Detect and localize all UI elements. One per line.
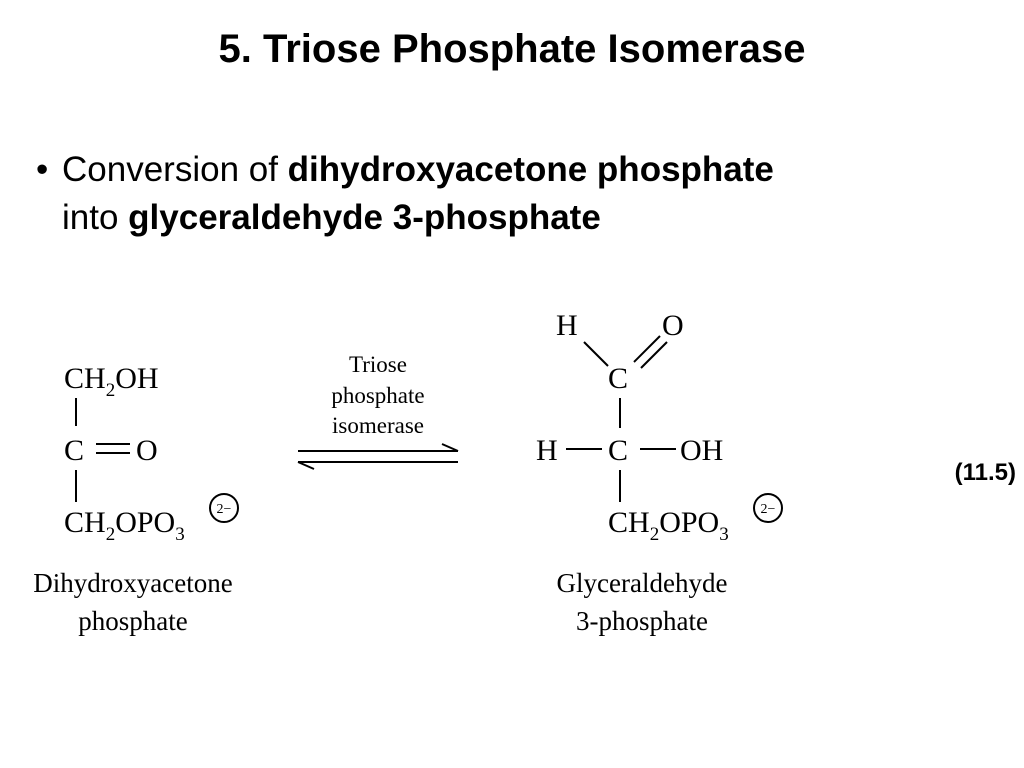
- reaction-scheme: CH2OH C O CH2OPO3 2− Dihydroxyacetone ph…: [33, 309, 1016, 636]
- enzyme-label-line1: Triose: [349, 352, 407, 377]
- bullet-bold-substrate: dihydroxyacetone phosphate: [287, 150, 774, 189]
- product-left-h: H: [536, 434, 558, 467]
- product-double-bond-a: [633, 335, 661, 363]
- product-double-bond-b: [640, 341, 668, 369]
- forward-arrow-head: [441, 443, 459, 452]
- product-aldehyde-h: H: [556, 309, 578, 342]
- product-aldehyde-carbon: C: [608, 362, 628, 395]
- enzyme-label-line3: isomerase: [332, 413, 424, 438]
- product-bottom-group: CH2OPO3: [608, 506, 729, 545]
- substrate-center-atom: C: [64, 434, 84, 467]
- product-charge-circle: [753, 493, 783, 523]
- product-aldehyde-o: O: [662, 309, 684, 342]
- slide-title: 5. Triose Phosphate Isomerase: [218, 27, 806, 71]
- bullet-text: Conversion of dihydroxyacetone phosphate…: [62, 146, 996, 242]
- product-name-line1: Glyceraldehyde: [557, 568, 728, 598]
- equation-number: (11.5): [955, 459, 1016, 486]
- enzyme-label-line2: phosphate: [331, 383, 424, 408]
- substrate-name-line1: Dihydroxyacetone: [33, 568, 232, 598]
- product-structure: H O C H C OH CH2OPO3 2− Glyceraldehyde 3…: [536, 309, 783, 636]
- bullet-point: • Conversion of dihydroxyacetone phospha…: [36, 146, 996, 242]
- bullet-text-middle: into: [62, 198, 129, 237]
- substrate-name-line2: phosphate: [78, 606, 187, 636]
- reverse-arrow-head: [297, 461, 315, 470]
- bullet-text-prefix: Conversion of: [62, 150, 288, 189]
- substrate-charge-circle: [209, 493, 239, 523]
- product-center-carbon: C: [608, 434, 628, 467]
- product-charge-label: 2−: [761, 502, 776, 517]
- product-name-line2: 3-phosphate: [576, 606, 708, 636]
- substrate-charge-label: 2−: [217, 502, 232, 517]
- substrate-structure: CH2OH C O CH2OPO3 2− Dihydroxyacetone ph…: [33, 362, 239, 636]
- product-hydroxyl: OH: [680, 434, 723, 467]
- product-bond-h-c: [583, 341, 609, 367]
- bullet-dot: •: [36, 150, 49, 189]
- substrate-top-group: CH2OH: [64, 362, 159, 401]
- equilibrium-arrow: Triose phosphate isomerase: [297, 352, 459, 470]
- bullet-bold-product: glyceraldehyde 3-phosphate: [128, 198, 601, 237]
- substrate-bottom-group: CH2OPO3: [64, 506, 185, 545]
- substrate-carbonyl-oxygen: O: [136, 434, 158, 467]
